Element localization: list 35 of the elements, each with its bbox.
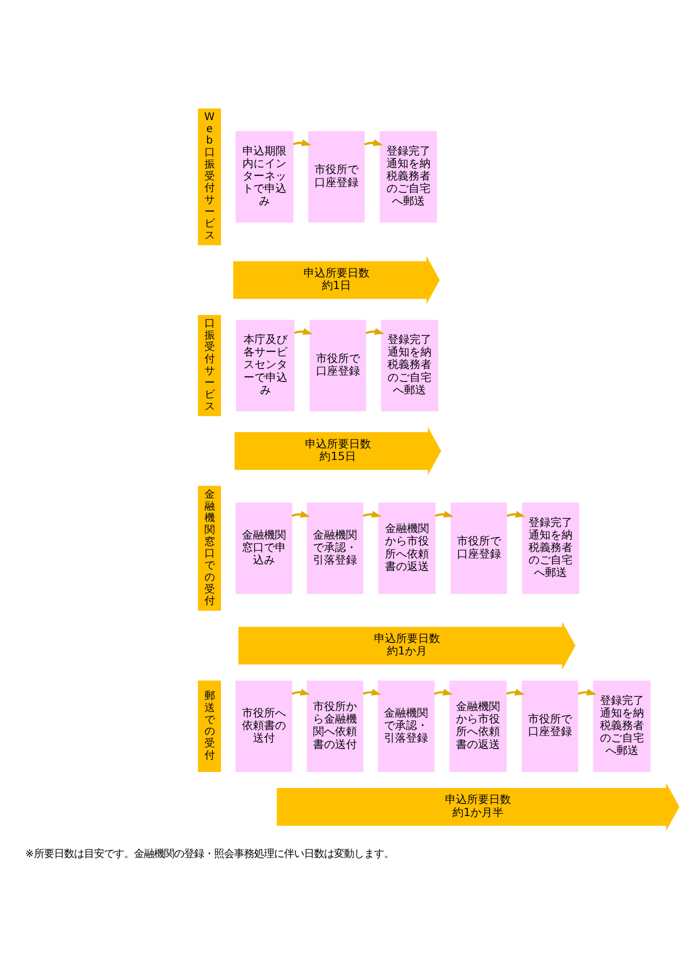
node-box: 市役所へ依頼書の送付 [236, 680, 292, 772]
arrow [292, 510, 310, 518]
label: ※所要日数は目安です。金融機関の登録・照会事務処理に伴い日数は変動します。 [25, 848, 394, 860]
node-box: 市役所で口座登録 [310, 320, 366, 412]
arrow [434, 688, 453, 696]
node-box: 登録完了通知を納税義務者のご自宅へ郵送 [593, 680, 650, 772]
node-box: 郵送での受付 [198, 680, 221, 772]
arrow [506, 510, 526, 518]
node-box: 市役所から金融機関へ依頼書の送付 [306, 680, 364, 772]
arrow [506, 688, 525, 696]
node-box: 市役所で口座登録 [450, 502, 508, 594]
node-box: 金融機関で承認・引落登録 [306, 502, 364, 594]
arrow [578, 688, 596, 696]
node-box: 登録完了通知を納税義務者のご自宅へ郵送 [522, 502, 580, 594]
node-box: 市役所で口座登録 [522, 680, 578, 772]
node-box: 口振受付サービス [198, 314, 221, 416]
node-box: 金融機関窓口で申込み [236, 502, 292, 594]
arrow [434, 510, 454, 518]
node-box: 登録完了通知を納税義務者のご自宅へ郵送 [381, 320, 438, 412]
arrow [292, 688, 310, 696]
arrow [294, 328, 313, 335]
arrow [366, 328, 384, 335]
arrow [292, 139, 312, 146]
node-box: 本庁及び各サービスセンターで申込み [236, 320, 295, 412]
arrow [362, 510, 382, 518]
node-box: 金融機関で承認・引落登録 [378, 680, 434, 772]
node-box: 申込期限内にインターネットで申込み [236, 131, 294, 223]
node-box: 金融機関窓口での受付 [198, 486, 221, 611]
node-box: Web口振受付サービス [198, 108, 221, 246]
node-box: 市役所で口座登録 [308, 131, 365, 223]
arrow [362, 688, 382, 696]
arrow [364, 139, 383, 146]
node-box: 金融機関から市役所へ依頼書の返送 [449, 680, 507, 772]
node-box: 登録完了通知を納税義務者のご自宅へ郵送 [380, 131, 437, 223]
node-box: 金融機関から市役所へ依頼書の返送 [378, 502, 436, 594]
